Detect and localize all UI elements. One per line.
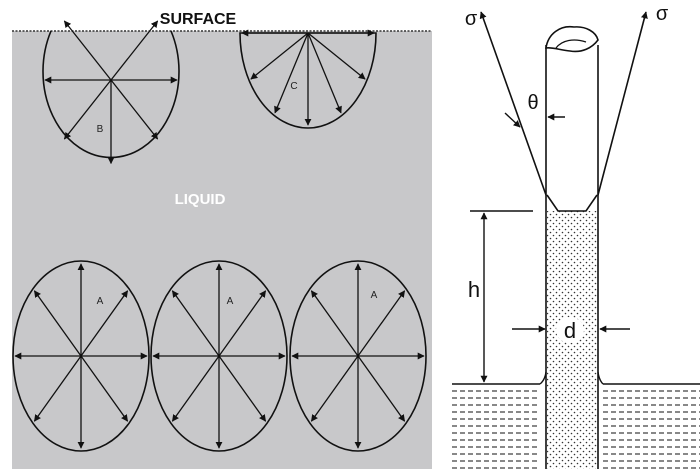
meniscus — [546, 194, 598, 212]
molecule-a-1-forces — [14, 263, 148, 449]
force-arrow-a3-7 — [357, 355, 406, 422]
force-arrow-a1-5 — [33, 355, 82, 422]
force-arrow-c-5 — [307, 32, 342, 114]
force-arrow-c-3 — [274, 32, 309, 114]
height-label: h — [468, 277, 480, 302]
theta-arrow-left — [504, 112, 521, 128]
liquid-body — [12, 31, 432, 469]
molecule-a-1-label: A — [97, 296, 104, 307]
force-arrow-a1-7 — [80, 355, 129, 422]
force-arrow-b-4 — [63, 79, 112, 140]
molecule-a-3-outline — [289, 260, 427, 452]
force-arrow-a3-1 — [357, 290, 406, 357]
tube-top-end — [545, 25, 599, 53]
force-arrow-a2-1 — [218, 290, 267, 357]
sigma-left-label: σ — [465, 8, 478, 30]
molecule-c-forces — [241, 29, 375, 126]
force-arrow-a3-3 — [310, 290, 359, 357]
molecule-c-outline — [239, 32, 377, 129]
molecule-b: B — [42, 20, 180, 165]
force-arrow-b-2 — [63, 20, 112, 81]
molecule-a-2-outline — [150, 260, 288, 452]
tension-line-right — [597, 11, 648, 196]
molecule-a-1: A — [12, 260, 150, 452]
molecule-a-3-label: A — [371, 290, 378, 301]
tension-line-left — [479, 11, 547, 196]
molecule-a-3-forces — [291, 263, 425, 449]
molecule-a-1-outline — [12, 260, 150, 452]
force-arrow-b-1 — [110, 20, 159, 81]
tube-top-inner — [555, 39, 587, 49]
surface-label: SURFACE — [160, 11, 237, 28]
force-arrow-a1-1 — [80, 290, 129, 357]
liquid-label: LIQUID — [175, 191, 226, 208]
outer-meniscus — [539, 371, 547, 385]
force-arrow-a1-3 — [33, 290, 82, 357]
molecule-c-label: C — [290, 81, 297, 92]
reservoir-liquid — [452, 371, 700, 469]
molecule-a-3: A — [289, 260, 427, 452]
molecule-a-2-forces — [152, 263, 286, 449]
left-panel: SURFACE LIQUID B C A A A — [12, 11, 432, 469]
theta-label: θ — [527, 92, 538, 114]
diameter-label-bg — [556, 317, 584, 343]
molecule-b-forces — [44, 20, 178, 165]
molecule-c: C — [239, 29, 377, 129]
molecule-a-2: A — [150, 260, 288, 452]
molecule-a-2-label: A — [227, 296, 234, 307]
force-arrow-c-2 — [250, 32, 309, 80]
diameter-label: d — [564, 318, 576, 343]
sigma-right-label: σ — [656, 3, 669, 25]
right-panel: σ σ θ h d — [452, 3, 700, 469]
molecule-b-label: B — [97, 124, 104, 135]
force-arrow-b-6 — [110, 79, 159, 140]
force-arrow-a3-5 — [310, 355, 359, 422]
force-arrow-a2-5 — [171, 355, 220, 422]
force-arrow-c-6 — [307, 32, 366, 80]
force-arrow-a2-3 — [171, 290, 220, 357]
force-arrow-a2-7 — [218, 355, 267, 422]
